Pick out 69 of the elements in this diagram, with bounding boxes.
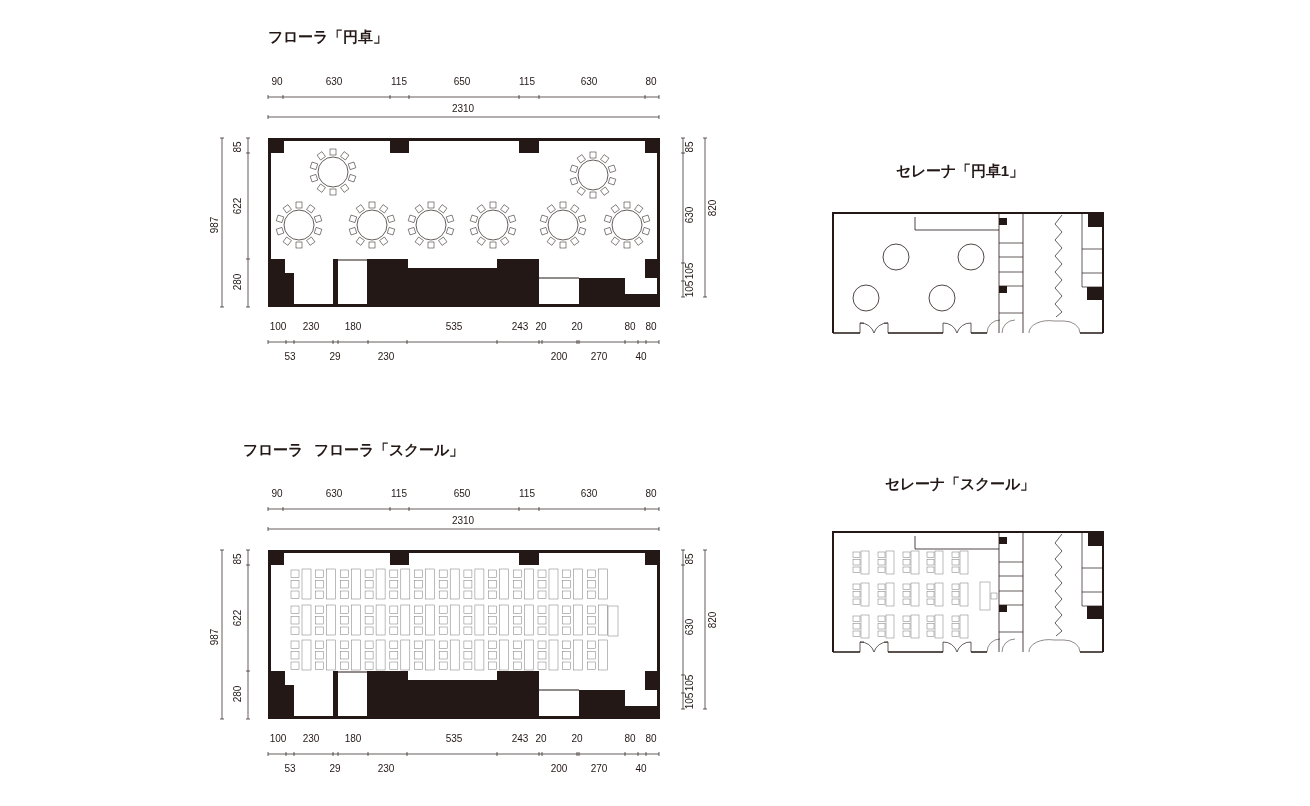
dimension-label: 630 — [580, 77, 598, 87]
dimension-label: 630 — [685, 618, 695, 636]
dimension-label: 630 — [580, 489, 598, 499]
dimension-label: 80 — [645, 489, 657, 499]
dimension-label: 280 — [233, 685, 243, 703]
dimension-label: 53 — [284, 764, 296, 774]
dimension-label: 630 — [325, 77, 343, 87]
dimension-label: 80 — [645, 77, 657, 87]
dimension-label: 230 — [377, 352, 395, 362]
dimension-label: 280 — [233, 273, 243, 291]
dimension-label: 53 — [284, 352, 296, 362]
dimension-label: 20 — [571, 734, 583, 744]
dimension-label: 180 — [344, 322, 362, 332]
dimension-label: 85 — [685, 141, 695, 153]
dimension-label: 270 — [590, 352, 608, 362]
dimension-label: 80 — [645, 322, 657, 332]
dimension-label: 622 — [233, 197, 243, 215]
dimension-label: 820 — [708, 199, 718, 217]
dimension-label: 230 — [302, 734, 320, 744]
dimension-label: 630 — [325, 489, 343, 499]
dimension-label: 20 — [535, 322, 547, 332]
dimension-label: 987 — [210, 216, 220, 234]
dimension-label: 115 — [519, 77, 535, 87]
dimension-label: 80 — [624, 322, 636, 332]
dimension-label: 105 — [685, 262, 695, 280]
dimension-label: 650 — [453, 489, 471, 499]
dimension-label: 85 — [685, 553, 695, 565]
dimension-label: 820 — [708, 611, 718, 629]
dimension-label: 230 — [377, 764, 395, 774]
dimension-label: 105 — [685, 280, 695, 298]
dimension-label: 2310 — [451, 104, 475, 114]
dimension-label: 180 — [344, 734, 362, 744]
dimension-label: 29 — [329, 764, 341, 774]
dimension-label: 987 — [210, 628, 220, 646]
dimension-label: 650 — [453, 77, 471, 87]
dimension-label: 90 — [271, 77, 283, 87]
dimension-label: 115 — [391, 489, 407, 499]
plan-title: フローラ — [243, 440, 303, 460]
dimension-label: 29 — [329, 352, 341, 362]
dimension-label: 630 — [685, 206, 695, 224]
dimension-label: 20 — [571, 322, 583, 332]
dimension-label: 80 — [624, 734, 636, 744]
dimension-label: 270 — [590, 764, 608, 774]
dimension-label: 40 — [635, 764, 647, 774]
dimension-label: 20 — [535, 734, 547, 744]
dimension-label: 2310 — [451, 516, 475, 526]
dimension-label: 200 — [550, 352, 568, 362]
dimension-label: 243 — [511, 734, 529, 744]
plan-title: セレーナ「スクール」 — [885, 474, 1035, 494]
dimension-label: 40 — [635, 352, 647, 362]
dimension-label: 85 — [233, 553, 243, 565]
dimension-label: 115 — [391, 77, 407, 87]
dimension-label: 105 — [685, 692, 695, 710]
dimension-label: 85 — [233, 141, 243, 153]
dimension-label: 115 — [519, 489, 535, 499]
dimension-label: 200 — [550, 764, 568, 774]
plan-title: セレーナ「円卓1」 — [895, 161, 1025, 181]
plan-title: フローラ「円卓」 — [268, 27, 388, 47]
dimension-label: 90 — [271, 489, 283, 499]
dimension-label: 80 — [645, 734, 657, 744]
plan-title: フローラ「スクール」 — [314, 440, 464, 460]
dimension-label: 622 — [233, 609, 243, 627]
dimension-label: 100 — [269, 322, 287, 332]
dimension-label: 105 — [685, 674, 695, 692]
dimension-label: 535 — [445, 322, 463, 332]
dimension-label: 535 — [445, 734, 463, 744]
dimension-label: 230 — [302, 322, 320, 332]
dimension-label: 100 — [269, 734, 287, 744]
dimension-label: 243 — [511, 322, 529, 332]
